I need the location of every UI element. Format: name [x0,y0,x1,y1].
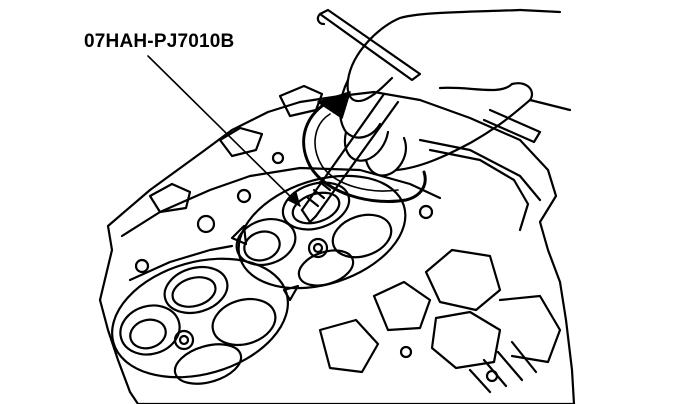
head-outline-right [300,92,574,404]
spark-plug-hole-inner [314,244,322,252]
valve-seat-left-inner [241,227,284,265]
rail-right [420,140,540,200]
head-outline-top [100,102,300,300]
reamer-handle-bar [320,10,420,80]
chamber-mark-1 [232,226,246,244]
valve-seat-2d [170,337,245,390]
hand-outline [348,10,520,101]
bolt-hole-2 [238,190,250,202]
rail-right-inner [430,150,528,230]
rotation-arrow-head [318,92,350,118]
valve-seat-2a-inner [169,272,219,311]
valve-seat-2a [159,260,233,320]
port-passage-1 [426,250,500,310]
port-passage-2 [432,312,500,368]
valve-seat-left [231,212,302,272]
valve-seat-2b-inner [127,316,169,353]
rotation-arrow-arc [304,100,426,202]
rotation-arrow-arc-inner [315,114,398,191]
bolt-hole-5 [273,153,283,163]
bolt-hole-1 [198,216,214,232]
valve-seat-upper [277,175,355,238]
port-detail-2 [320,320,378,372]
hand-thumb [440,84,512,90]
port-passage-3 [500,296,560,362]
boss-top-left [220,128,262,156]
spark-plug-hole-2 [175,331,193,349]
leader-arrow [288,192,300,206]
spark-plug-hole [309,239,327,257]
combustion-chamber-2 [98,239,302,396]
bolt-hole-7 [401,347,411,357]
part-number-label: 07HAH-PJ7010B [84,31,235,52]
boss-left [150,184,190,212]
reamer-flutes [308,182,330,206]
bolt-hole-6 [487,371,497,381]
reamer-handle-bar-end [318,14,324,24]
leader-line [148,56,300,206]
reamer-shaft-right [316,102,398,216]
valve-seat-lower [294,244,357,292]
bolt-hole-3 [136,260,148,272]
valve-seat-2b [115,299,186,362]
reamer-handle-bar-right [484,110,540,142]
head-outline-bottom [100,300,138,404]
valve-seat-2c [207,292,281,352]
hand-palm [396,83,532,170]
spark-plug-hole-2-inner [180,336,188,344]
deck-ridge-lower [130,246,232,280]
valve-seat-right [327,208,396,265]
reamer-shaft-tip [302,210,316,222]
port-detail [374,282,430,330]
bolt-hole-4 [420,206,432,218]
hand-wrist [520,10,570,110]
deck-ridge [122,168,440,236]
hatch-lines [470,342,536,392]
valve-seat-upper-inner [289,187,343,228]
